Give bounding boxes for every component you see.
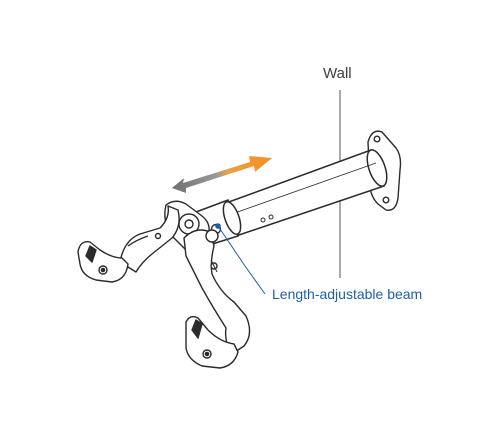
beam-callout-line [215,223,266,295]
beam-label: Length-adjustable beam [272,286,423,302]
double-headed-arrow-icon [172,156,272,193]
left-arm [119,205,180,273]
lower-hook [185,315,239,369]
lower-arm [183,229,251,355]
beam-outer-tube [225,149,388,237]
beam-inner-tube [195,199,242,247]
left-hook [77,241,129,283]
wall-label: Wall [323,65,352,82]
